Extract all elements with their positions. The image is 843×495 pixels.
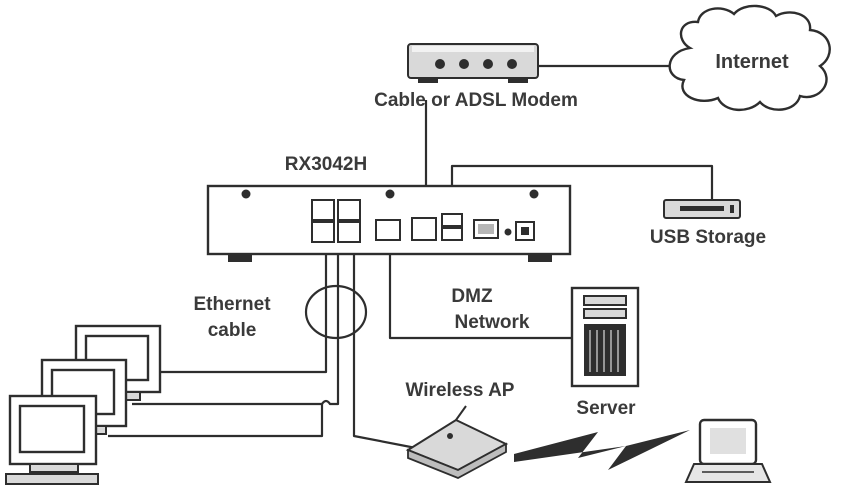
lan-port-3 xyxy=(311,221,335,243)
modem-foot-right xyxy=(508,78,528,83)
usb-port-top xyxy=(441,213,463,227)
dmz-label-line2: Network xyxy=(455,312,530,333)
dmz-server-link xyxy=(388,238,572,340)
internet-cloud xyxy=(668,4,831,111)
usb-storage-led xyxy=(730,205,734,213)
power-jack-pin xyxy=(521,227,529,235)
modem xyxy=(407,43,539,83)
lan-ap-link xyxy=(352,238,417,450)
server-bay-1 xyxy=(583,295,627,306)
router-foot-left xyxy=(228,254,252,262)
cloud-outline xyxy=(668,4,831,111)
ethernet-cable-highlight xyxy=(304,284,368,340)
dmz-port xyxy=(375,219,401,241)
lan-pc2-link xyxy=(132,238,340,406)
server-label: Server xyxy=(576,398,636,419)
modem-label: Cable or ADSL Modem xyxy=(374,90,578,111)
wireless-ap-label: Wireless AP xyxy=(406,380,515,401)
lan-port-2 xyxy=(337,199,361,221)
laptop xyxy=(684,418,772,483)
internet-label: Internet xyxy=(715,51,789,73)
router-label: RX3042H xyxy=(285,154,367,175)
server xyxy=(570,286,640,388)
router-screw-right xyxy=(529,189,539,199)
reset-button xyxy=(504,228,512,236)
dmz-label-line1: DMZ xyxy=(451,286,493,307)
modem-led-4 xyxy=(507,59,517,69)
modem-led-2 xyxy=(459,59,469,69)
wireless-ap-led xyxy=(447,433,453,439)
server-bay-2 xyxy=(583,308,627,319)
lan-port-1 xyxy=(311,199,335,221)
modem-top-edge xyxy=(412,46,534,52)
usb-storage-label: USB Storage xyxy=(650,227,766,248)
pc-3-keyboard xyxy=(5,473,99,485)
ethernet-label-line1: Ethernet xyxy=(193,294,271,315)
wireless-link-bolt xyxy=(514,430,690,470)
pc-3-screen xyxy=(18,404,86,454)
wireless-ap xyxy=(405,405,509,479)
lan-port-4 xyxy=(337,221,361,243)
pc-3-base xyxy=(29,463,79,473)
usb-storage xyxy=(663,199,741,219)
usb-storage-slot xyxy=(680,206,724,211)
router xyxy=(206,184,572,262)
wireless-ap-side xyxy=(407,442,507,479)
modem-led-1 xyxy=(435,59,445,69)
router-foot-right xyxy=(528,254,552,262)
usb-port-bottom xyxy=(441,227,463,241)
modem-foot-left xyxy=(418,78,438,83)
ethernet-label-line2: cable xyxy=(208,320,257,341)
router-screw-mid xyxy=(385,189,395,199)
console-port xyxy=(473,219,499,239)
modem-led-3 xyxy=(483,59,493,69)
router-screw-left xyxy=(241,189,251,199)
server-vents xyxy=(589,330,619,372)
server-panel xyxy=(584,324,626,376)
wan-port xyxy=(411,217,437,241)
wireless-ap-antenna xyxy=(455,405,467,421)
console-port-inner xyxy=(478,224,494,234)
lan-pc3-link xyxy=(108,404,324,438)
modem-body xyxy=(407,43,539,79)
lan-pc1-link xyxy=(156,238,328,374)
pc-3 xyxy=(5,394,99,485)
laptop-display xyxy=(710,428,746,454)
laptop-base xyxy=(684,463,772,483)
